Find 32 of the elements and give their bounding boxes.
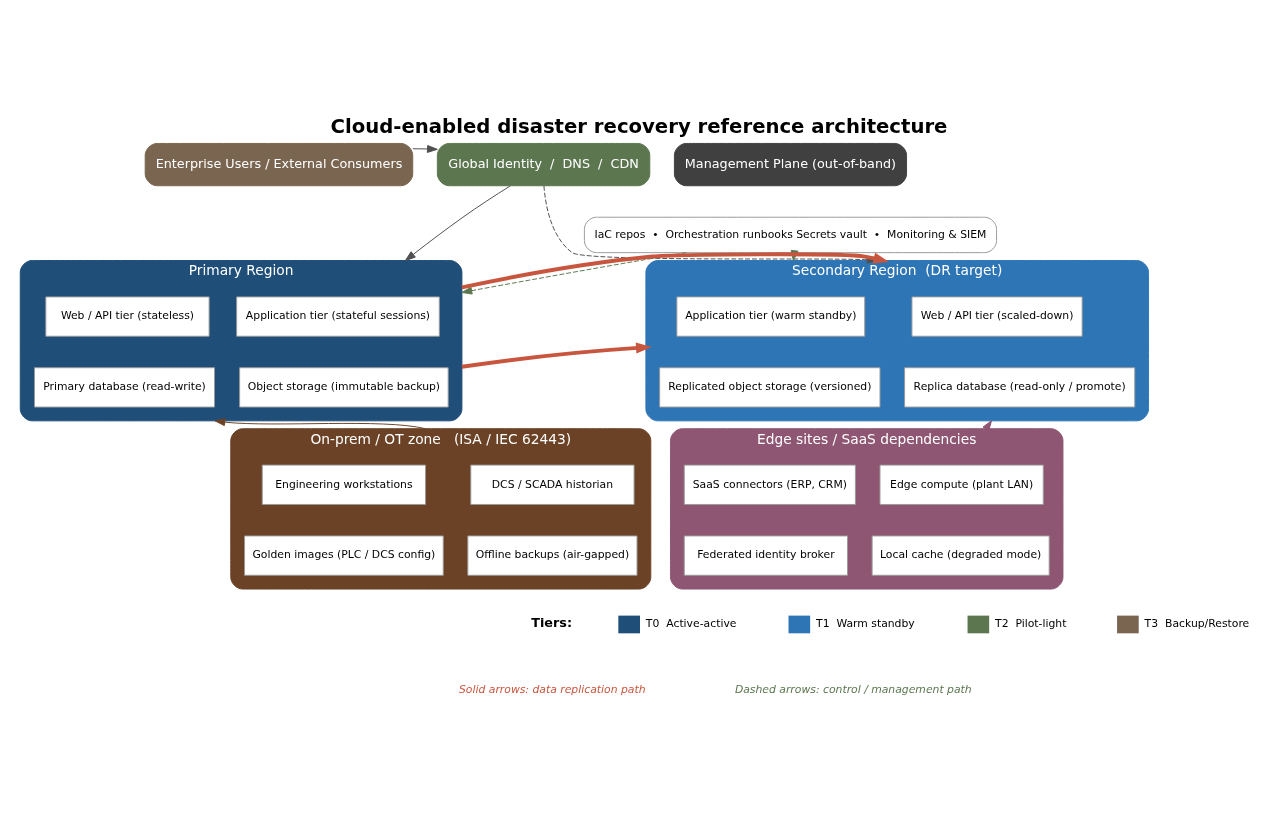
node-box: Golden images (PLC / DCS config) [244, 534, 444, 576]
arrow [404, 185, 511, 261]
diagram-title: Cloud-enabled disaster recovery reference architecture [330, 114, 948, 138]
node-box: Local cache (degraded mode) [871, 534, 1050, 576]
node-box: Web / API tier (scaled-down) [911, 295, 1083, 337]
node-box: Management Plane (out-of-band) [673, 142, 908, 186]
legend-label: T1 Warm standby [816, 616, 915, 630]
node-box: Enterprise Users / External Consumers [144, 142, 414, 186]
node-box: Primary database (read-write) [34, 366, 215, 408]
arrow [461, 251, 687, 295]
legend-label: T3 Backup/Restore [1144, 616, 1250, 630]
label: Solid arrows: data replication path [458, 682, 646, 696]
arrow [461, 341, 652, 369]
node-box: Replica database (read-only / promote) [904, 366, 1136, 408]
node-box: Application tier (stateful sessions) [236, 295, 440, 337]
node-box: Web / API tier (stateless) [45, 295, 210, 337]
node-box: Edge compute (plant LAN) [879, 464, 1044, 505]
node-box: Global Identity / DNS / CDN [436, 142, 651, 186]
legend-label: T2 Pilot-light [995, 616, 1067, 630]
arrow [412, 144, 438, 153]
label: Tiers: [531, 614, 573, 630]
arrow [214, 417, 426, 429]
node-box: SaaS connectors (ERP, CRM) [683, 464, 856, 505]
node-box: Replicated object storage (versioned) [659, 366, 881, 408]
node-box: DCS / SCADA historian [470, 464, 635, 505]
node-box: Offline backups (air-gapped) [467, 534, 638, 576]
node-box: Object storage (immutable backup) [239, 366, 449, 408]
node-box: Federated identity broker [683, 534, 848, 576]
node-box: Application tier (warm standby) [676, 295, 866, 337]
label: Dashed arrows: control / management path [734, 682, 972, 696]
node-box: Engineering workstations [261, 464, 426, 505]
legend-label: T0 Active-active [645, 616, 737, 630]
